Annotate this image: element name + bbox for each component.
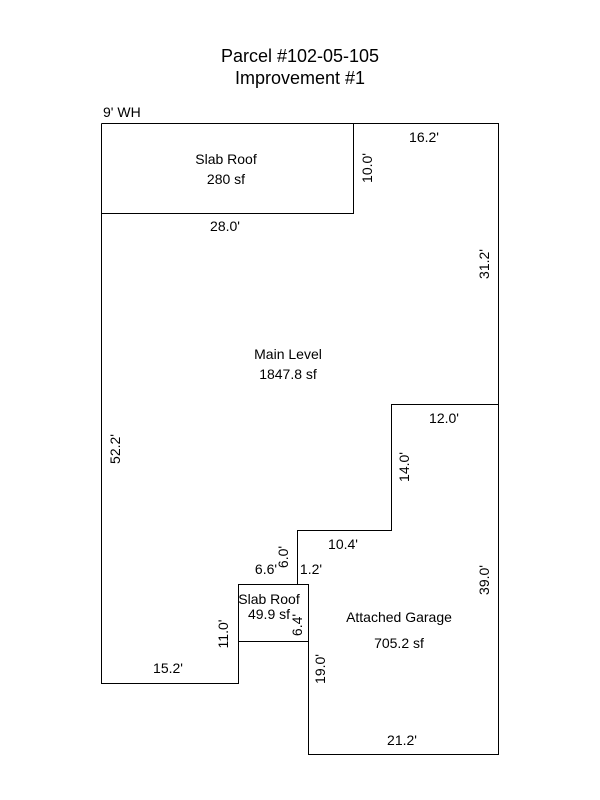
small-slab-roof-outline	[238, 584, 309, 642]
dimension-label: 52.2'	[107, 434, 123, 464]
improvement-title: Improvement #1	[234, 68, 366, 88]
dimension-label: 19.0'	[312, 654, 328, 684]
slab-roof-area: 280 sf	[207, 171, 245, 187]
dimension-label: 39.0'	[476, 565, 492, 595]
small-slab-roof-area: 49.9 sf	[248, 606, 290, 622]
dimension-label: 16.2'	[409, 129, 439, 145]
wall-height-note: 9' WH	[103, 104, 141, 120]
dimension-label: 15.2'	[153, 660, 183, 676]
garage-wall	[297, 404, 499, 585]
parcel-title: Parcel #102-05-105	[220, 46, 380, 66]
dimension-label: 11.0'	[215, 620, 231, 649]
dimension-label: 31.2'	[476, 249, 492, 279]
dimension-label: 10.4'	[328, 536, 358, 552]
garage-area: 705.2 sf	[374, 635, 424, 651]
dimension-label: 21.2'	[387, 732, 417, 748]
slab-roof-label: Slab Roof	[195, 151, 257, 167]
small-slab-roof-label: Slab Roof	[238, 591, 300, 607]
garage-label: Attached Garage	[346, 609, 452, 625]
main-level-label: Main Level	[254, 346, 322, 362]
dimension-label: 6.0'	[275, 546, 291, 568]
dimension-label: 10.0'	[359, 153, 375, 183]
dimension-label: 1.2'	[300, 561, 322, 577]
dimension-label: 6.6'	[255, 561, 277, 577]
dimension-label: 12.0'	[429, 410, 459, 426]
main-level-area: 1847.8 sf	[259, 366, 317, 382]
slab-roof-outline	[101, 123, 354, 214]
dimension-label: 28.0'	[210, 218, 240, 234]
dimension-label: 14.0'	[396, 452, 412, 482]
dimension-label: 6.4'	[289, 614, 305, 636]
